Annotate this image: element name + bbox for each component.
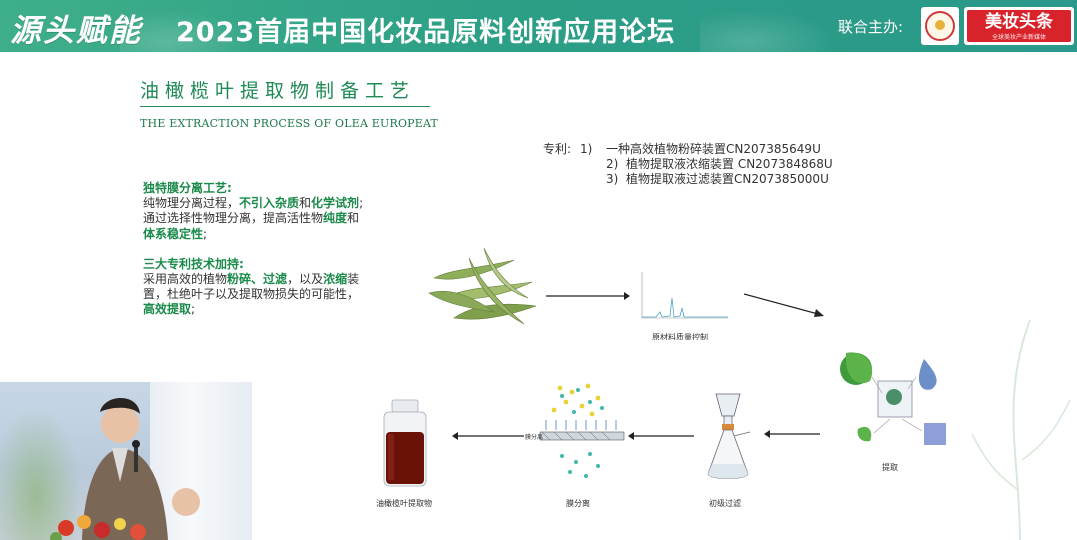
- banner-decoration: [120, 0, 280, 52]
- partner-logo-subtext: 全球美妆产业新媒体: [991, 34, 1046, 41]
- patent-number: 2): [606, 157, 619, 171]
- text-span: 装: [347, 272, 360, 287]
- text-span: 纯物理分离过程，: [143, 196, 240, 211]
- organizer-logo: [921, 7, 959, 45]
- patent-text: 植物提取液浓缩装置 CN207384868U: [626, 157, 833, 171]
- slide-title: 油橄榄叶提取物制备工艺: [140, 80, 416, 102]
- text-span: 采用高效的植物: [143, 272, 228, 287]
- patent-label: 专利:: [543, 142, 572, 156]
- membrane-line: 纯物理分离过程，不引入杂质和化学试剂;: [143, 196, 383, 211]
- feature-description: 独特膜分离工艺: 纯物理分离过程，不引入杂质和化学试剂; 通过选择性物理分离，提…: [143, 181, 383, 318]
- filter-flask-image: [707, 393, 751, 479]
- text-span: 通过选择性物理分离，提高活性物: [143, 211, 324, 226]
- background-plant-decoration: [969, 319, 1071, 540]
- text-span: 和: [299, 196, 312, 211]
- speaker-figure: [50, 398, 200, 540]
- header-banner: 源头赋能 2023首届中国化妆品原料创新应用论坛 联合主办: 美妆头条 全球美妆…: [0, 0, 1077, 52]
- arrow-left-icon: [452, 432, 524, 440]
- text-span: ;: [191, 302, 196, 317]
- event-title: 2023首届中国化妆品原料创新应用论坛: [176, 17, 676, 48]
- text-span: 和: [347, 211, 360, 226]
- patent-number: 3): [606, 172, 619, 186]
- arrow-left-icon: [764, 430, 820, 438]
- chromatogram-thumbnail: [636, 268, 732, 324]
- patent-tech-heading: 三大专利技术加持:: [143, 256, 244, 271]
- extraction-diagram: [840, 352, 946, 445]
- partner-logo-text: 美妆头条: [985, 12, 1053, 32]
- highlight-text: 粉碎: [227, 272, 252, 287]
- membrane-separation-diagram: [539, 383, 625, 478]
- product-bottle-image: [383, 399, 427, 487]
- arrow-left-icon: [628, 432, 694, 440]
- membrane-line: 体系稳定性;: [143, 227, 383, 242]
- text-span: ;: [203, 226, 208, 241]
- patent-text: 植物提取液过滤装置CN207385000U: [626, 172, 829, 186]
- patent-tech-line: 采用高效的植物粉碎、过滤，以及浓缩装: [143, 272, 383, 287]
- patent-number: 1): [580, 142, 593, 156]
- slide-subtitle: THE EXTRACTION PROCESS OF OLEA EUROPEAT: [140, 117, 439, 130]
- highlight-text: 高效提取: [143, 302, 192, 317]
- highlight-text: 体系稳定性: [143, 226, 204, 241]
- patent-tech-line: 高效提取;: [143, 302, 383, 317]
- qc-label: 原材料质量控制: [652, 333, 708, 342]
- brand-slogan: 源头赋能: [10, 13, 142, 49]
- highlight-text: 不引入杂质: [239, 196, 300, 211]
- host-label: 联合主办:: [838, 18, 904, 36]
- membrane-heading: 独特膜分离工艺:: [143, 181, 232, 195]
- patent-text: 一种高效植物粉碎装置CN207385649U: [606, 142, 821, 156]
- text-span: ，以及: [287, 272, 324, 287]
- arrow-down-right-icon: [744, 293, 824, 317]
- membrane-label: 膜分离: [566, 499, 590, 508]
- highlight-text: 浓缩: [323, 272, 348, 287]
- highlight-text: 纯度: [323, 211, 348, 226]
- membrane-side-label: 膜分离: [525, 434, 544, 441]
- filter-label: 初级过滤: [709, 499, 741, 508]
- membrane-line: 通过选择性物理分离，提高活性物纯度和: [143, 211, 383, 226]
- olive-leaves-image: [428, 247, 537, 325]
- text-span: ;: [359, 196, 364, 211]
- highlight-text: 过滤: [263, 272, 288, 287]
- highlight-text: 化学试剂: [311, 196, 360, 211]
- highlight-text: 、: [251, 272, 264, 287]
- arrow-right-icon: [546, 292, 630, 300]
- product-label: 油橄榄叶提取物: [376, 499, 432, 508]
- title-divider: [140, 106, 430, 107]
- partner-logo: 美妆头条 全球美妆产业新媒体: [964, 7, 1074, 45]
- extraction-label: 提取: [882, 463, 898, 472]
- patent-tech-line: 置，杜绝叶子以及提取物损失的可能性，: [143, 287, 360, 302]
- banner-decoration: [700, 0, 860, 52]
- speaker-video-feed: [0, 382, 252, 540]
